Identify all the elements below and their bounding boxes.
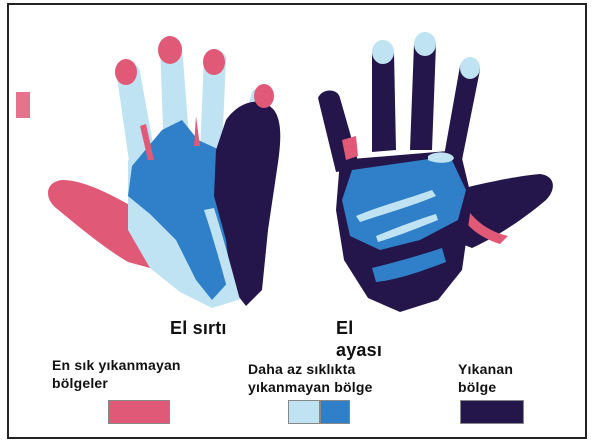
legend-most-missed-swatch xyxy=(108,400,170,424)
back-of-hand-figure xyxy=(48,36,280,308)
legend-most-missed-line1: En sık yıkanmayan xyxy=(52,356,181,374)
palm-middle-tip xyxy=(372,40,394,64)
legend-less-missed-line1: Daha az sıklıkta xyxy=(248,360,373,378)
legend-less-missed-swatch-light xyxy=(288,400,320,424)
back-of-hand-label: El sırtı xyxy=(170,318,227,339)
legend-less-missed-line2: yıkanmayan bölge xyxy=(248,378,373,396)
legend-washed-line1: Yıkanan xyxy=(458,360,513,378)
legend-washed-line2: bölge xyxy=(458,378,513,396)
legend-most-missed-line2: bölgeler xyxy=(52,374,181,392)
back-little-tip xyxy=(254,84,274,108)
palm-little-tip xyxy=(460,57,480,79)
legend-less-missed-text: Daha az sıklıkta yıkanmayan bölge xyxy=(248,360,373,396)
palm-figure xyxy=(318,32,553,312)
legend-washed-swatch xyxy=(460,400,524,424)
corner-pink-fragment xyxy=(16,92,30,118)
back-middle-tip xyxy=(158,36,182,64)
back-pink-sliver-2 xyxy=(194,116,200,146)
palm-label-line1: El xyxy=(336,318,353,339)
back-index-tip xyxy=(115,59,137,85)
legend-washed-text: Yıkanan bölge xyxy=(458,360,513,396)
palm-ring-tip xyxy=(414,32,436,56)
palm-index-finger xyxy=(318,91,360,173)
legend-less-missed-swatch-blue xyxy=(320,400,350,424)
back-ring-tip xyxy=(203,49,225,75)
palm-label-line2: ayası xyxy=(336,340,382,361)
legend-most-missed-text: En sık yıkanmayan bölgeler xyxy=(52,356,181,392)
